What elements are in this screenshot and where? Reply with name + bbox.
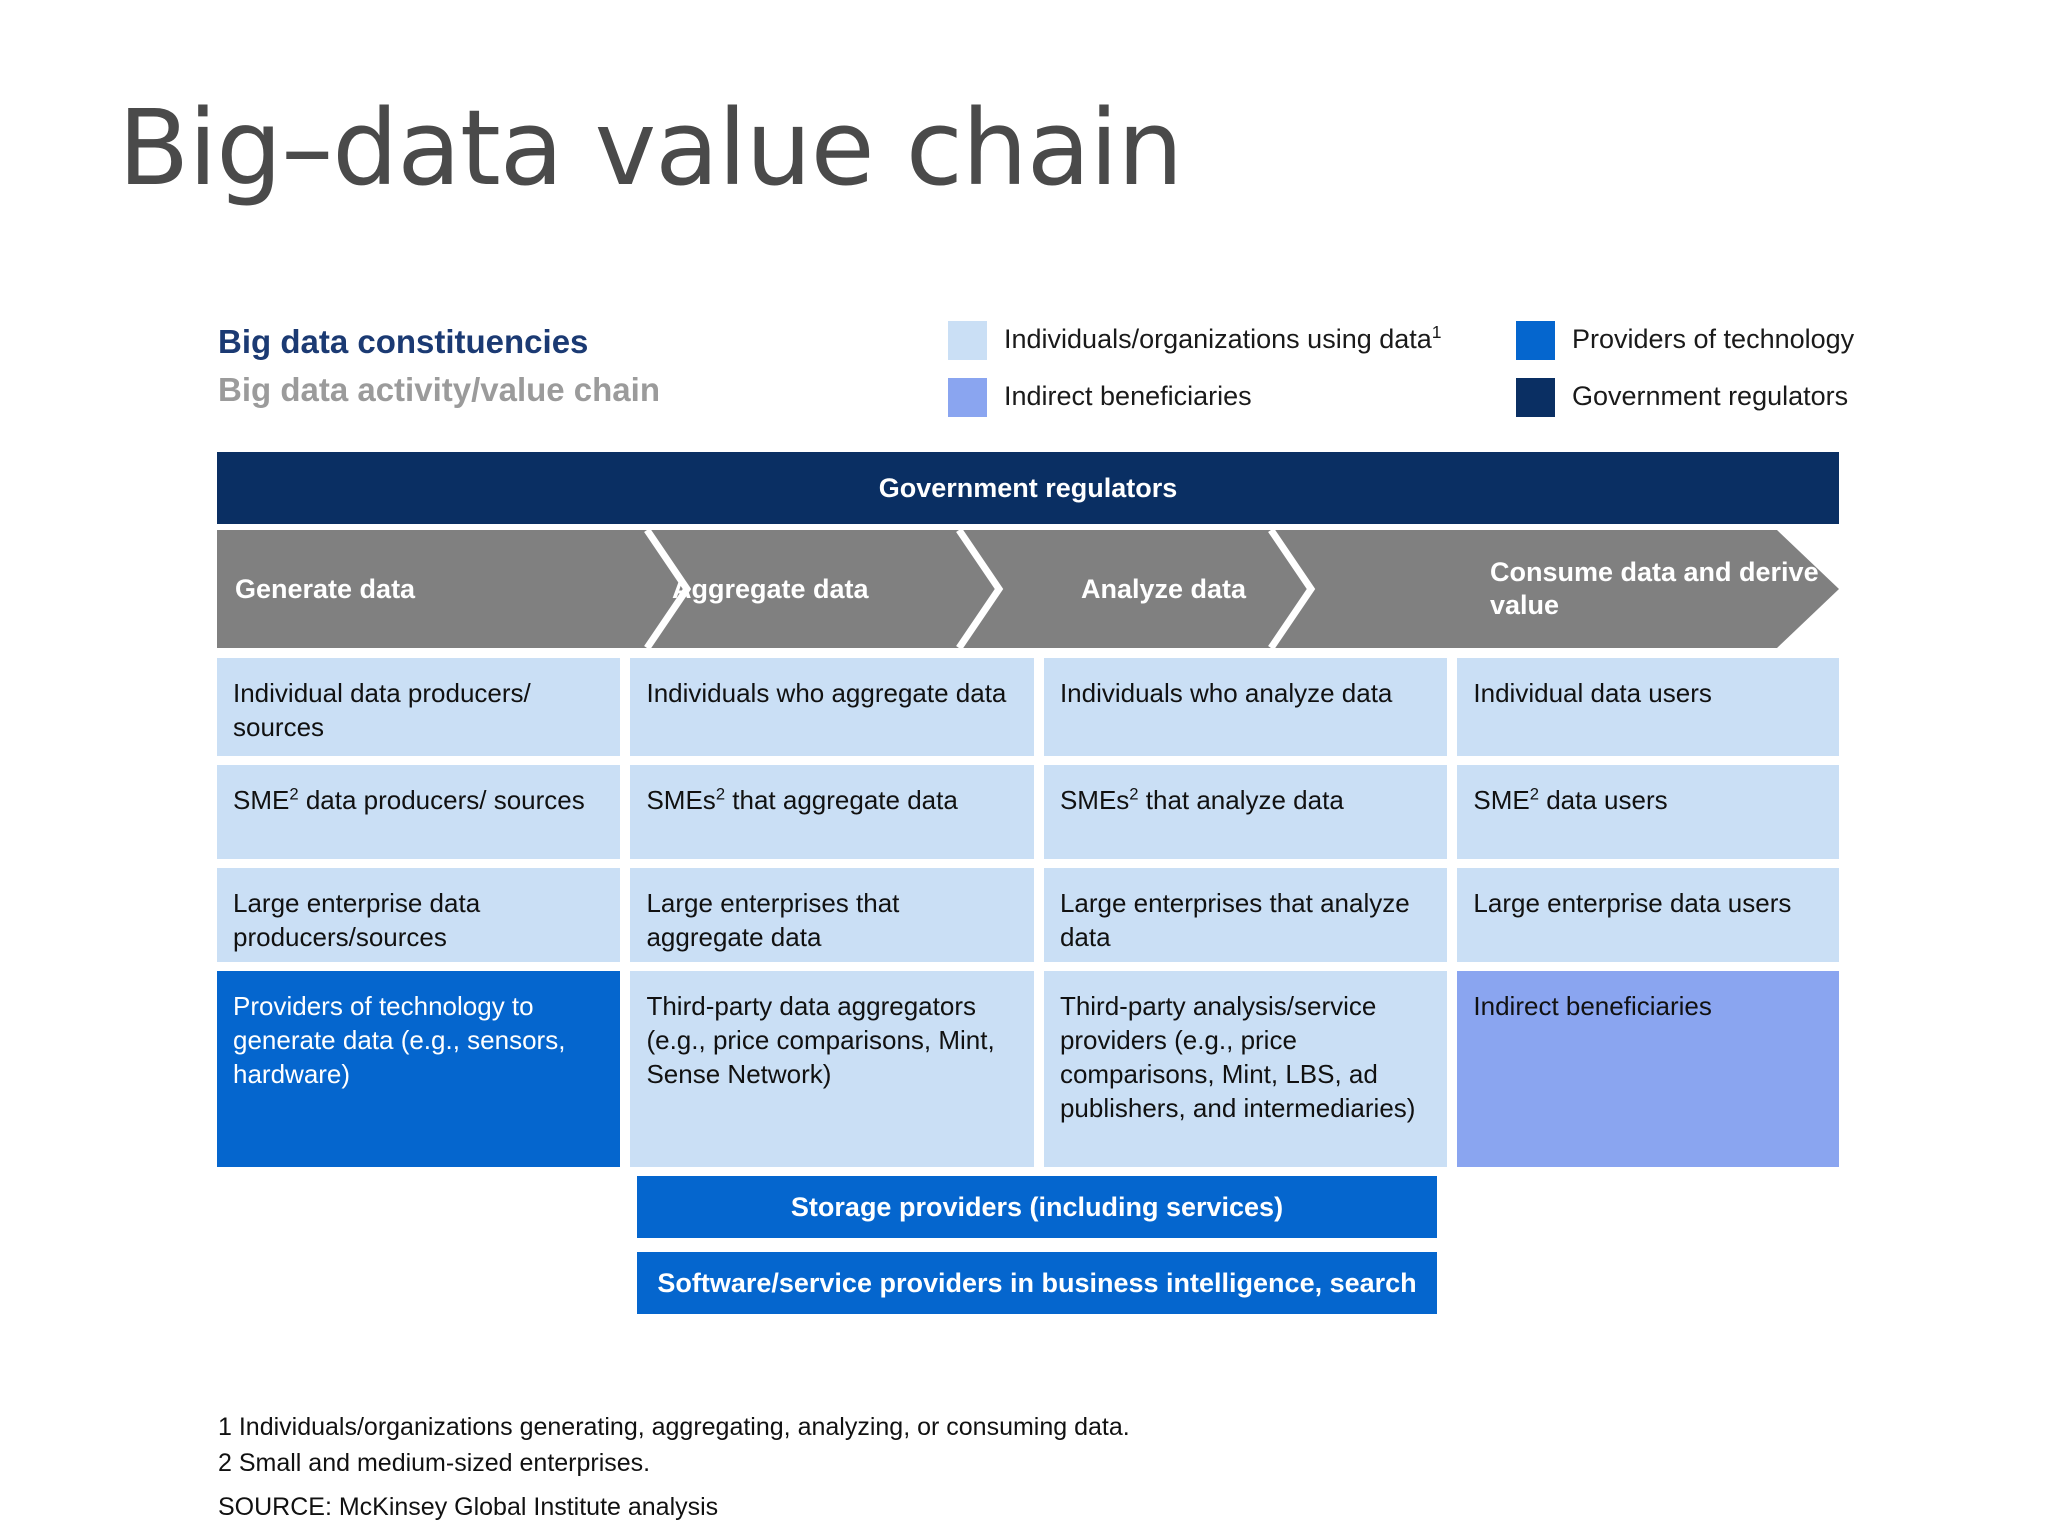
matrix-cell-generate-large-enterprise: Large enterprise data producers/sources [217,868,621,962]
legend-swatch-providers-of-technology-icon [1516,321,1555,360]
matrix-cell-generate-providers-of-technology: Providers of technology to generate data… [217,971,621,1167]
footnotes: 1 Individuals/organizations generating, … [218,1410,1130,1526]
footnote-1: 1 Individuals/organizations generating, … [218,1413,1130,1441]
stage-label-aggregate-data: Aggregate data [672,573,869,604]
legend-item-using-data: Individuals/organizations using data1 [948,320,1442,360]
matrix-cell-analyze-sme: SMEs2 that analyze data [1043,765,1448,859]
matrix-cell-aggregate-sme: SMEs2 that aggregate data [630,765,1034,859]
legend-label-using-data: Individuals/organizations using data1 [1004,322,1442,354]
provider-bar-software-service: Software/service providers in business i… [637,1252,1437,1314]
matrix-cell-aggregate-individual: Individuals who aggregate data [630,658,1034,756]
matrix-row: Providers of technology to generate data… [217,971,1840,1167]
footnote-2: 2 Small and medium-sized enterprises. [218,1448,651,1477]
legend-swatch-indirect-beneficiaries-icon [948,378,987,417]
legend-item-government-regulators: Government regulators [1516,377,1854,417]
matrix-cell-analyze-third-party: Third-party analysis/service providers (… [1043,971,1448,1167]
legend-column-left: Individuals/organizations using data1 In… [948,320,1442,434]
legend-column-right: Providers of technology Government regul… [1516,320,1854,434]
page-title: Big–data value chain [118,87,1183,209]
legend-item-providers-of-technology: Providers of technology [1516,320,1854,360]
matrix-cell-consume-sme: SME2 data users [1457,765,1840,859]
subheading-block: Big data constituencies Big data activit… [218,322,660,411]
matrix-cell-generate-individual: Individual data producers/ sources [217,658,621,756]
subheading-constituencies: Big data constituencies [218,323,589,360]
value-chain-arrow-shape [217,530,1839,648]
provider-bars: Storage providers (including services) S… [637,1176,1437,1314]
matrix-cell-generate-sme: SME2 data producers/ sources [217,765,621,859]
matrix-cell-analyze-individual: Individuals who analyze data [1043,658,1448,756]
legend-item-indirect-beneficiaries: Indirect beneficiaries [948,377,1442,417]
legend-footnote-marker-1: 1 [1431,322,1442,342]
matrix-row: SME2 data producers/ sources SMEs2 that … [217,765,1840,859]
constituency-matrix: Individual data producers/ sources Indiv… [217,658,1840,1167]
matrix-cell-analyze-large-enterprise: Large enterprises that analyze data [1043,868,1448,962]
provider-bar-storage: Storage providers (including services) [637,1176,1437,1238]
stage-label-analyze-data: Analyze data [1081,573,1247,604]
legend-label-government-regulators: Government regulators [1572,381,1849,411]
matrix-cell-consume-individual: Individual data users [1457,658,1840,756]
legend-label-providers-of-technology: Providers of technology [1572,324,1855,354]
government-regulators-banner: Government regulators [217,452,1839,524]
matrix-cell-aggregate-large-enterprise: Large enterprises that aggregate data [630,868,1034,962]
subheading-value-chain: Big data activity/value chain [218,371,660,409]
legend-label-indirect-beneficiaries: Indirect beneficiaries [1004,381,1252,411]
matrix-cell-aggregate-third-party: Third-party data aggregators (e.g., pric… [630,971,1034,1167]
government-regulators-banner-label: Government regulators [878,472,1178,503]
legend-swatch-government-regulators-icon [1516,378,1555,417]
matrix-row: Individual data producers/ sources Indiv… [217,658,1840,756]
matrix-cell-consume-large-enterprise: Large enterprise data users [1457,868,1840,962]
stage-label-generate-data: Generate data [235,573,416,604]
stage-label-consume-data: Consume data and derive value [1490,557,1819,620]
matrix-cell-consume-indirect-beneficiaries: Indirect beneficiaries [1457,971,1840,1167]
value-chain-arrow-row: Generate data Aggregate data Analyze dat… [217,530,1839,648]
legend-swatch-using-data-icon [948,321,987,360]
matrix-row: Large enterprise data producers/sources … [217,868,1840,962]
value-chain-diagram: Government regulators Generate data Aggr… [217,452,1840,1328]
source-line: SOURCE: McKinsey Global Institute analys… [218,1493,719,1521]
